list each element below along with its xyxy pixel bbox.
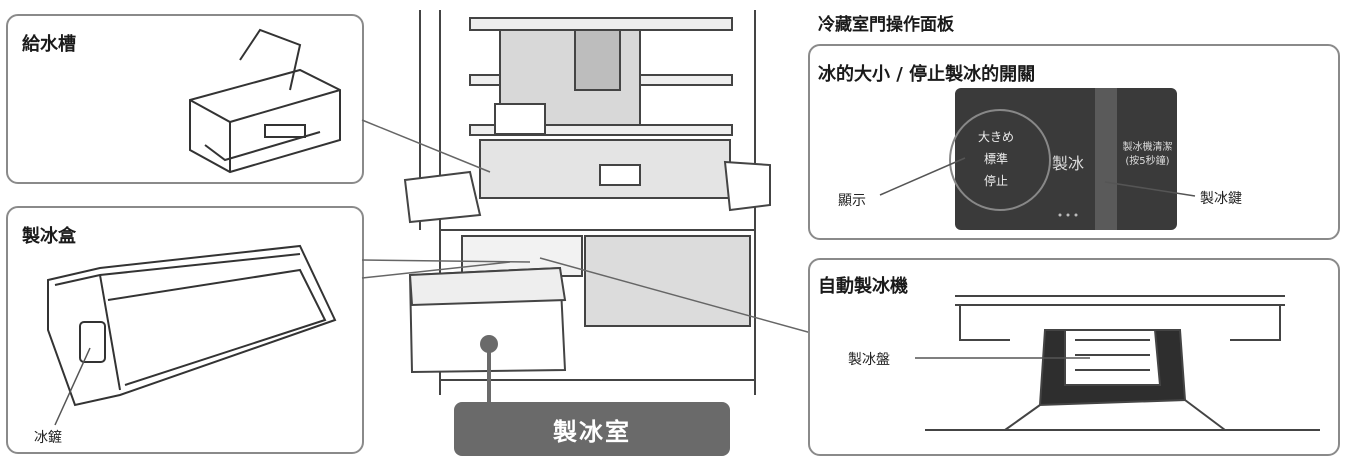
ice-panel-label: 製冰 — [1052, 154, 1085, 173]
auto-ice-maker-title: 自動製冰機 — [818, 276, 908, 297]
display-option-stop: 停止 — [984, 174, 1009, 188]
control-panel-header: 冷藏室門操作面板 — [818, 15, 954, 35]
ice-tray-callout: 製冰盤 — [848, 352, 890, 368]
ice-key-callout: 製冰鍵 — [1200, 191, 1242, 207]
ice-box-title: 製冰盒 — [22, 226, 76, 247]
display-option-large: 大きめ — [978, 130, 1015, 144]
display-callout: 顯示 — [838, 193, 866, 209]
reset-hint-line1: 製冰機清潔 — [1122, 142, 1173, 153]
water-tank-title: 給水槽 — [22, 34, 76, 55]
water-tank-panel — [6, 14, 364, 184]
control-panel-title: 冰的大小 / 停止製冰的開關 — [818, 64, 1036, 85]
ice-room-label: 製冰室 — [454, 402, 730, 456]
reset-hint-line2: (按5秒鐘) — [1125, 156, 1170, 167]
ice-scoop-callout: 冰鏟 — [34, 430, 62, 446]
display-option-standard: 標準 — [984, 152, 1009, 166]
